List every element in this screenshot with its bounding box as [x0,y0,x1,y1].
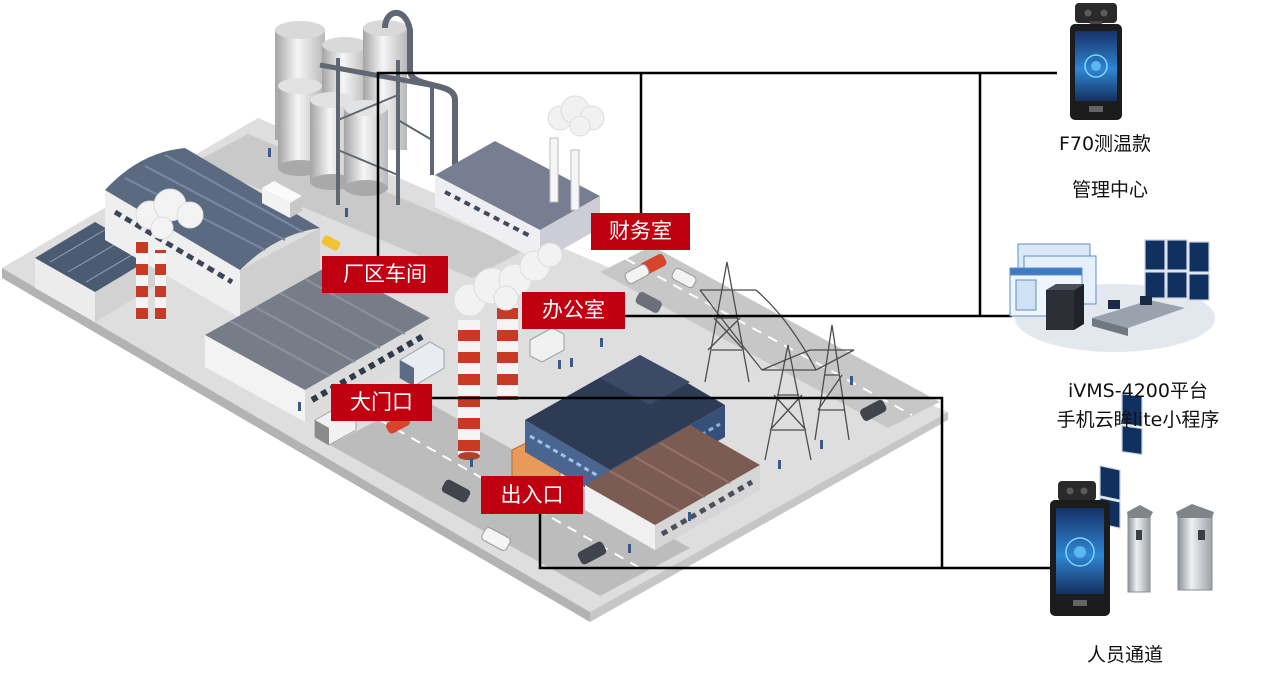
area-label-finance: 财务室 [591,213,690,250]
car [481,527,511,551]
white-chimney [570,149,580,211]
car [577,541,607,565]
ground-edge-right [590,412,948,622]
cars [321,235,887,565]
pipe-frame [319,9,458,205]
ground-edge-left [2,268,590,622]
car [635,292,662,313]
smoke-cloud [547,95,605,137]
truck [399,341,445,387]
f70-terminal-device [1070,3,1122,120]
management-center-image [1009,239,1215,529]
area-label-office: 办公室 [522,292,625,329]
caption-platform: iVMS-4200平台 [1068,380,1208,402]
white-chimney [549,137,559,203]
connection-lines [376,71,1057,570]
boiler-building [435,95,605,262]
car [860,400,887,421]
smoke-cloud [135,188,204,240]
car [441,479,471,503]
workers [268,148,853,553]
control-desk [1092,296,1185,336]
caption-management-center: 管理中心 [1071,179,1148,201]
storage-silos [275,20,407,196]
brown-roof-building [585,425,760,550]
line-entrance-to-passage [538,514,1050,570]
area-label-entrance: 出入口 [481,476,583,514]
truck [262,181,302,218]
striped-chimneys-left [135,188,204,320]
car [321,235,341,251]
passage-terminal-device [1050,481,1110,616]
line-gate-to-passage [432,396,944,568]
factory-illustration [2,9,948,622]
caption-f70: F70测温款 [1058,133,1152,155]
caption-miniprogram: 手机云眸lite小程序 [1056,409,1220,431]
server-rack [1046,284,1084,330]
line-workshop-to-f70 [376,71,1057,256]
smoke-cloud [453,242,563,317]
power-towers [699,261,855,461]
car [624,263,650,285]
area-label-gate: 大门口 [331,384,432,421]
car [671,267,697,289]
caption-passage: 人员通道 [1086,644,1163,666]
turnstile-gate [1127,504,1214,593]
area-label-workshop: 厂区车间 [322,256,448,293]
striped-chimneys-center [453,242,563,460]
